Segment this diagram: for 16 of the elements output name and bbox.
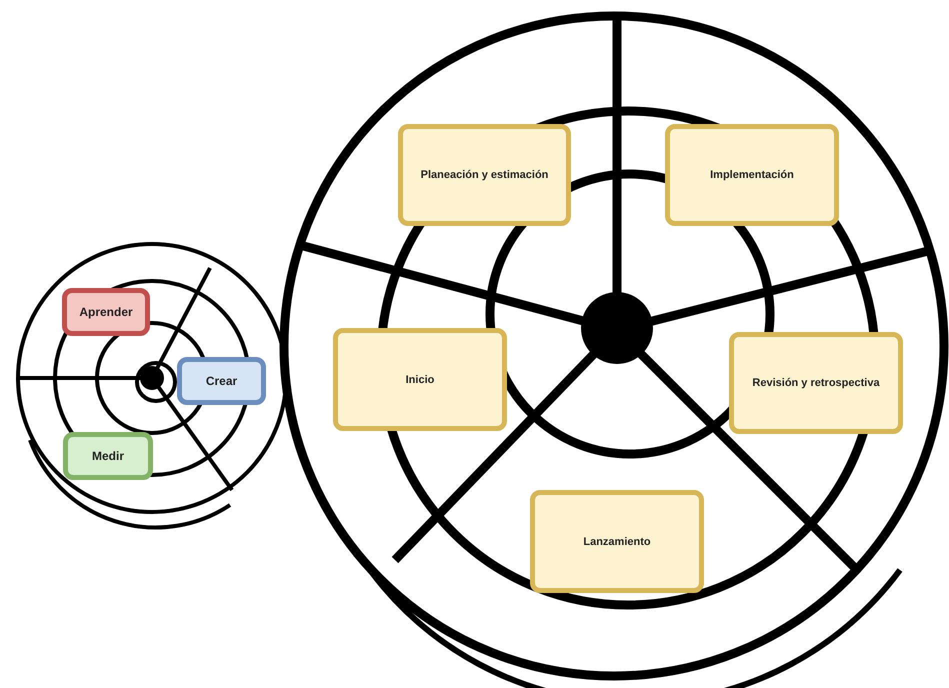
box-label: Crear bbox=[206, 374, 238, 388]
box-label: Revisión y retrospectiva bbox=[752, 377, 880, 389]
process-box bbox=[665, 124, 839, 226]
process-box bbox=[62, 288, 150, 336]
box-label: Implementación bbox=[710, 169, 794, 181]
process-box bbox=[63, 432, 153, 480]
process-box bbox=[177, 357, 266, 405]
box-label: Aprender bbox=[79, 305, 133, 319]
process-box bbox=[530, 490, 704, 593]
box-label: Inicio bbox=[406, 374, 434, 386]
process-box bbox=[333, 328, 507, 431]
box-label: Planeación y estimación bbox=[420, 169, 548, 181]
box-label: Lanzamiento bbox=[583, 536, 651, 548]
process-box bbox=[729, 332, 903, 434]
process-box bbox=[398, 124, 571, 226]
box-label: Medir bbox=[92, 449, 124, 463]
